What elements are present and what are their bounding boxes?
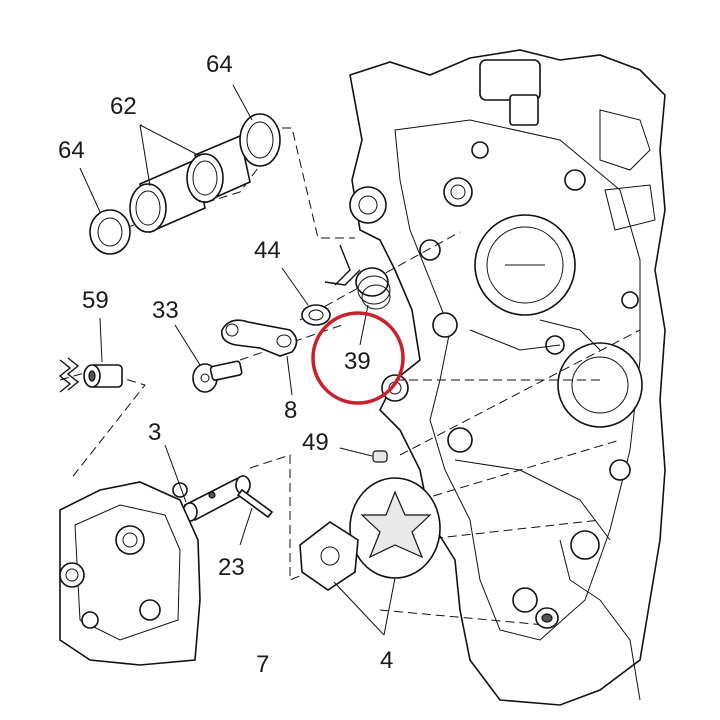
label-7: 7 — [256, 651, 269, 678]
pump-rotor-outer — [349, 477, 441, 579]
spring-39 — [324, 244, 391, 310]
cover-plate — [59, 481, 201, 666]
label-62: 62 — [110, 93, 137, 120]
pump-rotor-inner — [299, 521, 359, 591]
label-3: 3 — [148, 419, 161, 446]
small-screw — [535, 607, 559, 629]
needle-bearing-62 — [129, 134, 251, 234]
crankcase-cover — [349, 49, 666, 706]
washer-64-left — [89, 209, 131, 255]
washer-44 — [301, 304, 331, 326]
lever-8 — [220, 319, 298, 357]
label-64-left: 64 — [58, 137, 85, 164]
label-8: 8 — [284, 397, 297, 424]
spring-59 — [58, 357, 80, 393]
label-33: 33 — [152, 297, 179, 324]
label-44: 44 — [254, 237, 281, 264]
screw-33 — [192, 360, 243, 393]
pin-23 — [236, 488, 274, 519]
seal-64-top — [239, 113, 281, 167]
shaft-3 — [182, 475, 251, 522]
dowel-49 — [372, 450, 388, 463]
label-49: 49 — [302, 429, 329, 456]
label-39: 39 — [344, 348, 371, 375]
highlight-circle — [311, 311, 405, 405]
leader-lines — [79, 84, 396, 636]
label-64-top: 64 — [206, 51, 233, 78]
label-4: 4 — [380, 647, 393, 674]
plug-59 — [83, 364, 123, 388]
label-59: 59 — [82, 287, 109, 314]
label-23: 23 — [218, 554, 245, 581]
